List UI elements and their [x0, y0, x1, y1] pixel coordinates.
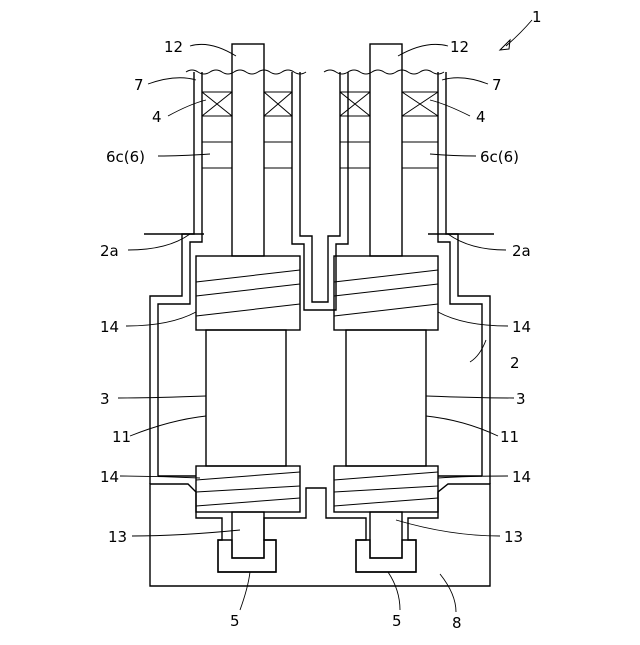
- label-seal-right: 7: [492, 76, 502, 94]
- label-rotor-left: 3: [100, 390, 110, 408]
- shaft-left: [232, 44, 264, 256]
- leader-lines: [118, 44, 514, 612]
- gear-bottom-left: [196, 466, 300, 512]
- label-case: 2: [510, 354, 520, 372]
- label-gear-bottom-right: 14: [512, 468, 531, 486]
- socket-left: [218, 540, 276, 572]
- label-gear-top-left: 14: [100, 318, 119, 336]
- label-base: 8: [452, 614, 462, 632]
- label-gear-top-right: 14: [512, 318, 531, 336]
- label-bearing-right: 4: [476, 108, 486, 126]
- label-pin-left: 13: [108, 528, 127, 546]
- rotor-body-right: [346, 330, 426, 466]
- gear-bottom-right: [334, 466, 438, 512]
- label-wall-left: 2a: [100, 242, 119, 260]
- housing-inner-wall-right: [438, 72, 482, 476]
- label-wall-right: 2a: [512, 242, 531, 260]
- label-shaft-left: 12: [164, 38, 183, 56]
- break-line-right: [324, 70, 444, 74]
- label-socket-right: 5: [392, 612, 402, 630]
- gear-top-left: [196, 256, 300, 330]
- label-body-left: 11: [112, 428, 131, 446]
- label-shaft-right: 12: [450, 38, 469, 56]
- label-bearing-left: 4: [152, 108, 162, 126]
- bearings-left: [202, 92, 292, 116]
- label-rotor-right: 3: [516, 390, 526, 408]
- rings-right: [340, 142, 438, 168]
- shaft-right: [370, 44, 402, 256]
- rings-left: [202, 142, 292, 168]
- base-block: [150, 484, 490, 586]
- label-seal-left: 7: [134, 76, 144, 94]
- label-ring-left: 6c(6): [106, 148, 145, 166]
- pin-right: [370, 512, 402, 558]
- label-ref-numeral: 1: [532, 8, 542, 26]
- label-body-right: 11: [500, 428, 519, 446]
- bearings-right: [340, 92, 438, 116]
- ref-arrowhead: [500, 40, 510, 50]
- pin-left: [232, 512, 264, 558]
- label-ring-right: 6c(6): [480, 148, 519, 166]
- housing-outer-wall-right: [446, 72, 490, 484]
- label-socket-left: 5: [230, 612, 240, 630]
- label-pin-right: 13: [504, 528, 523, 546]
- socket-right: [356, 540, 416, 572]
- gear-top-right: [334, 256, 438, 330]
- label-gear-bottom-left: 14: [100, 468, 119, 486]
- rotor-body-left: [206, 330, 286, 466]
- break-line-left: [186, 70, 306, 74]
